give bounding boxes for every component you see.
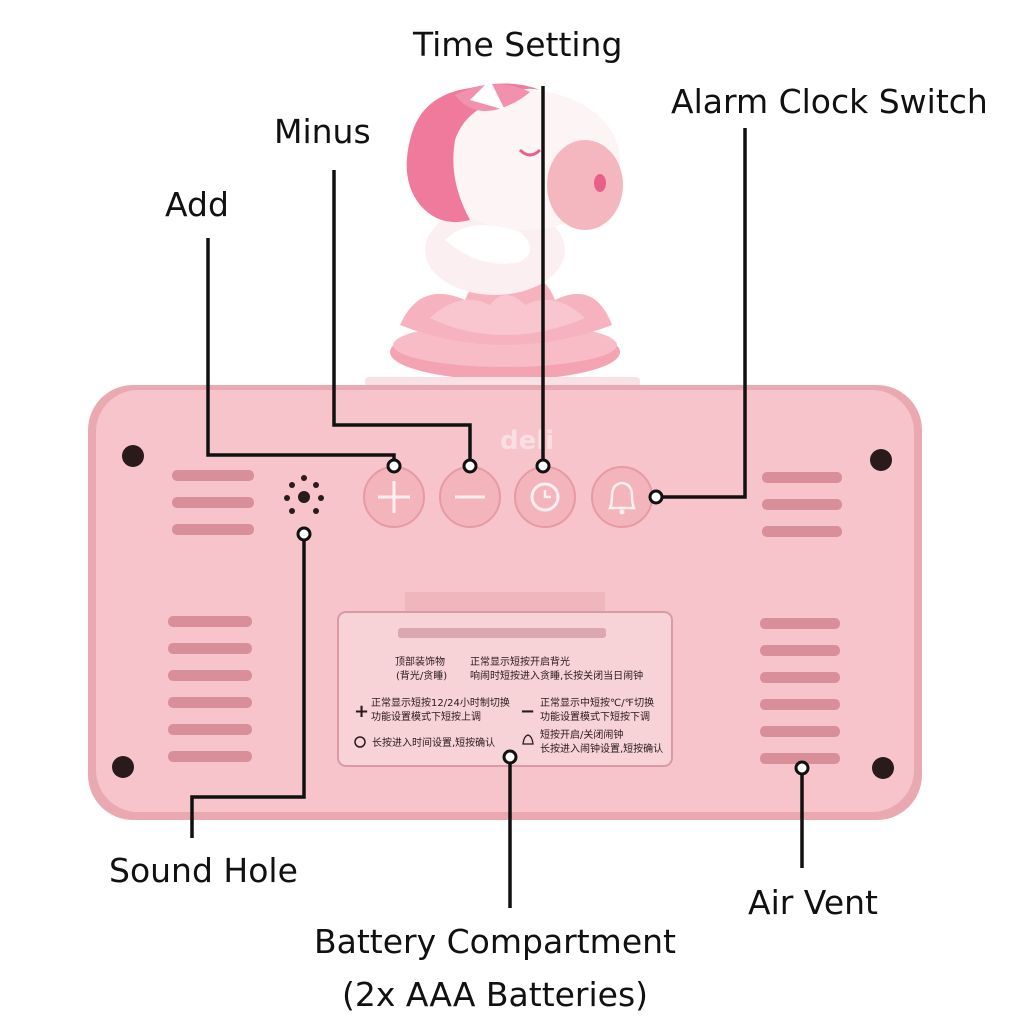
screw-hole — [870, 449, 892, 471]
sticker-text: 正常显示短按12/24小时制切换 — [371, 696, 510, 709]
sticker-text: 长按进入时间设置,短按确认 — [372, 736, 495, 749]
sticker-text: 正常显示中短按℃/℉切换 — [540, 696, 654, 709]
leader-lines — [190, 86, 804, 908]
label-battery-compartment: Battery Compartment — [314, 922, 676, 961]
minus-icon: − — [520, 701, 535, 722]
label-time-setting: Time Setting — [413, 25, 623, 64]
leader-endpoints — [296, 458, 810, 776]
minus-button[interactable] — [439, 466, 501, 528]
bell-icon — [607, 481, 637, 510]
vent-top-left — [172, 470, 254, 535]
label-battery-type: (2x AAA Batteries) — [341, 975, 649, 1014]
clock-icon — [530, 482, 560, 512]
label-air-vent: Air Vent — [748, 883, 878, 922]
screw-hole — [872, 757, 894, 779]
sticker-text: 功能设置模式下短按上调 — [371, 710, 481, 723]
sticker-text: 功能设置模式下短按下调 — [540, 710, 650, 723]
clock-icon — [354, 736, 366, 748]
time-setting-button[interactable] — [514, 466, 576, 528]
sound-hole-icon — [284, 475, 324, 514]
vent-top-right — [762, 472, 842, 537]
sticker-text: 长按进入闹钟设置,短按确认 — [540, 742, 663, 755]
unicorn-figure-icon — [365, 80, 640, 389]
label-sound-hole: Sound Hole — [109, 851, 298, 890]
battery-sticker: 顶部装饰物 (背光/贪睡) 正常显示短按开启背光 响闹时短按进入贪睡,长按关闭当… — [354, 655, 663, 755]
screw-hole — [112, 756, 134, 778]
sticker-text: 顶部装饰物 — [395, 655, 445, 668]
plus-icon: + — [354, 701, 369, 722]
alarm-switch-button[interactable] — [591, 466, 653, 528]
sticker-text: (背光/贪睡) — [396, 669, 447, 682]
add-button[interactable] — [363, 466, 425, 528]
label-minus: Minus — [274, 112, 371, 151]
sticker-text: 响闹时短按进入贪睡,长按关闭当日闹钟 — [470, 669, 643, 682]
brand-logo: deli — [500, 426, 554, 456]
sticker-text: 正常显示短按开启背光 — [470, 655, 570, 668]
vent-bottom-right — [760, 618, 840, 764]
sticker-text: 短按开启/关闭闹钟 — [540, 728, 623, 741]
screw-hole — [122, 445, 144, 467]
vent-bottom-left — [168, 616, 252, 762]
label-add: Add — [165, 185, 229, 224]
label-alarm-clock-switch: Alarm Clock Switch — [671, 82, 988, 121]
bell-icon — [522, 734, 534, 745]
battery-compartment — [337, 592, 673, 767]
